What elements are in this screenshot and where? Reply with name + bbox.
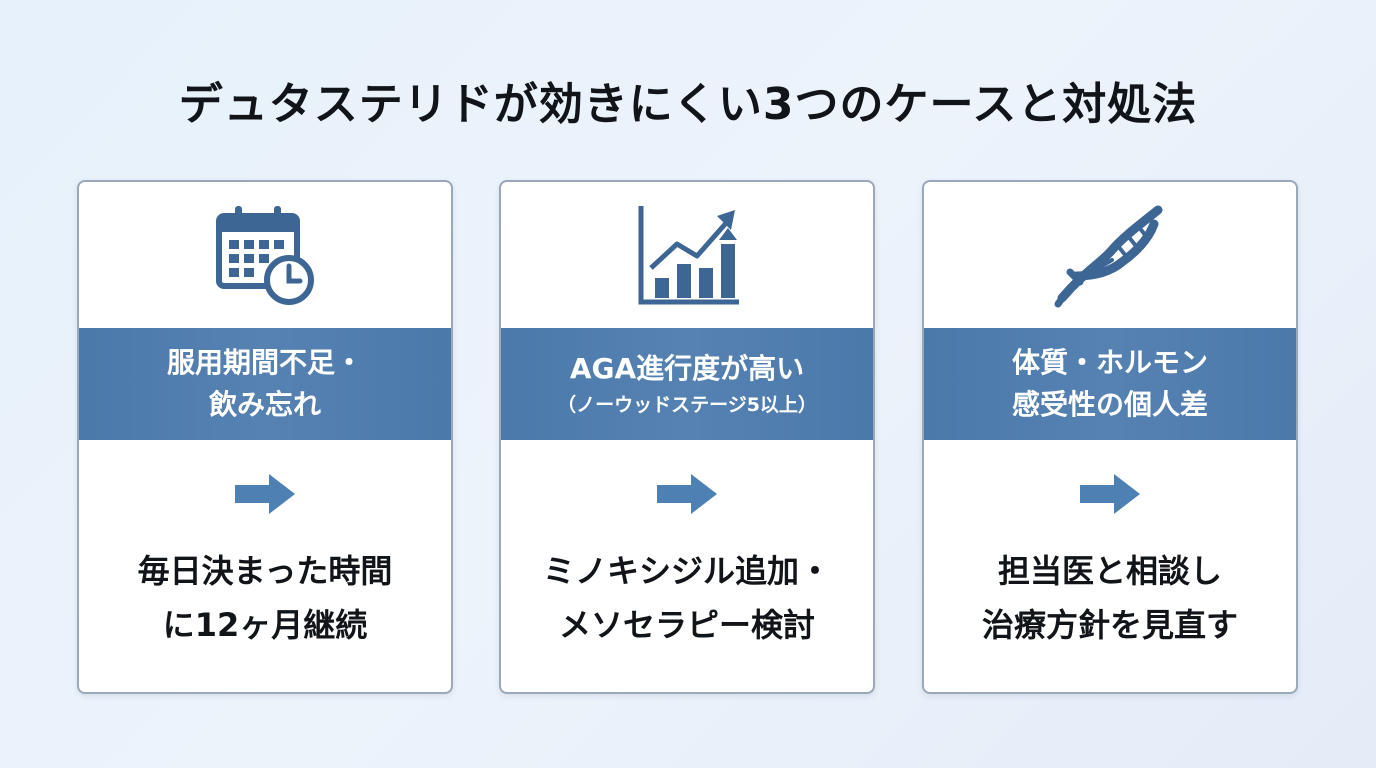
cause-line: 服用期間不足・ — [166, 346, 363, 379]
action-line: に12ヶ月継続 — [162, 606, 368, 644]
page-title: デュタステリドが効きにくい3つのケースと対処法 — [178, 79, 1198, 130]
action-line: 治療方針を見直す — [981, 606, 1238, 644]
cause-line: 感受性の個人差 — [1011, 388, 1208, 421]
action-line: 担当医と相談し — [997, 552, 1222, 590]
cause-line: 体質・ホルモン — [1011, 346, 1208, 379]
calendar-clock-icon — [79, 202, 451, 312]
cause-subline: （ノーウッドステージ5以上） — [557, 394, 817, 416]
arrow-right-icon — [924, 472, 1296, 516]
arrow-right-icon — [501, 472, 873, 516]
case-card-1: 服用期間不足・ 飲み忘れ 毎日決まった時間 に12ヶ月継続 — [77, 180, 453, 694]
action-line: 毎日決まった時間 — [137, 552, 393, 590]
growth-chart-icon — [501, 202, 873, 312]
case-card-3: 体質・ホルモン 感受性の個人差 担当医と相談し 治療方針を見直す — [922, 180, 1298, 694]
case-card-2: AGA進行度が高い （ノーウッドステージ5以上） ミノキシジル追加・ メソセラピ… — [499, 180, 875, 694]
arrow-right-icon — [79, 472, 451, 516]
action-text: 担当医と相談し 治療方針を見直す — [924, 544, 1296, 652]
cause-line: 飲み忘れ — [208, 388, 321, 421]
cause-banner: 服用期間不足・ 飲み忘れ — [79, 328, 451, 440]
dna-icon — [924, 202, 1296, 312]
action-text: 毎日決まった時間 に12ヶ月継続 — [79, 544, 451, 652]
cause-banner: AGA進行度が高い （ノーウッドステージ5以上） — [501, 328, 873, 440]
action-line: メソセラピー検討 — [558, 606, 815, 644]
cause-banner: 体質・ホルモン 感受性の個人差 — [924, 328, 1296, 440]
action-line: ミノキシジル追加・ — [542, 552, 831, 590]
action-text: ミノキシジル追加・ メソセラピー検討 — [501, 544, 873, 652]
cause-line: AGA進行度が高い — [569, 352, 805, 385]
